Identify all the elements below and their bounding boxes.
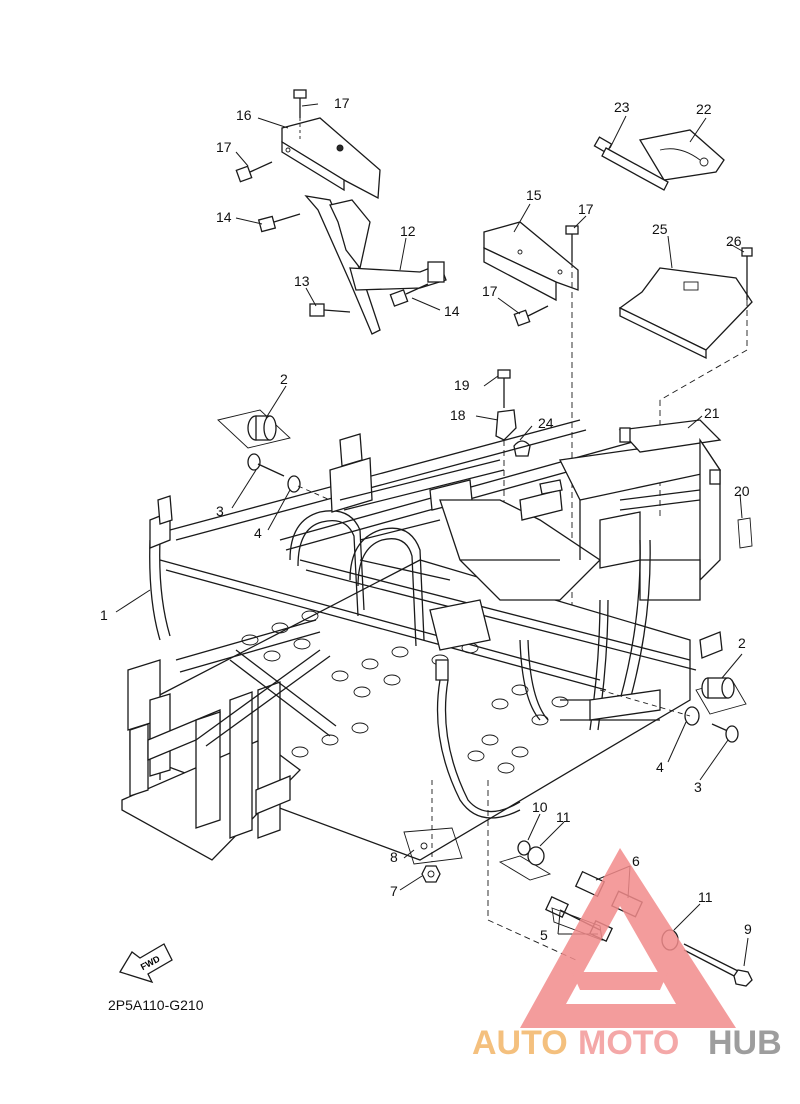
- plate-25: [618, 267, 753, 351]
- callout-2: 2: [738, 635, 746, 651]
- bolt-3-right: [711, 723, 739, 743]
- callout-3: 3: [216, 503, 224, 519]
- floor-holes: [241, 610, 569, 774]
- callout-7: 7: [390, 883, 398, 899]
- callout-4: 4: [254, 525, 262, 541]
- callout-25: 25: [652, 221, 668, 237]
- watermark-brand-auto: AUTO: [472, 1024, 568, 1062]
- watermark-brand-moto: MOTO: [578, 1024, 679, 1062]
- washer-4-left: [287, 475, 301, 493]
- callout-1: 1: [100, 607, 108, 623]
- plate-8: [403, 827, 463, 865]
- grease-pack-22: [638, 129, 725, 181]
- callout-17: 17: [334, 95, 350, 111]
- callout-23: 23: [614, 99, 630, 115]
- bushing-2-left: [247, 415, 277, 441]
- main-frame: [121, 419, 723, 861]
- callout-8: 8: [390, 849, 398, 865]
- callout-2: 2: [280, 371, 288, 387]
- bushing-2-right: [701, 677, 735, 699]
- callout-12: 12: [400, 223, 416, 239]
- callout-5: 5: [540, 927, 548, 943]
- right-mount-parts: [599, 677, 747, 743]
- callout-15: 15: [526, 187, 542, 203]
- washer-4-right: [684, 706, 700, 726]
- fwd-arrow-icon: FWD: [119, 943, 173, 984]
- watermark-brand-hub: HUB: [708, 1024, 782, 1062]
- label-20: [737, 517, 753, 549]
- watermark-triangle-icon: [520, 848, 736, 1028]
- callout-17: 17: [578, 201, 594, 217]
- bolt-9: [683, 943, 753, 987]
- callout-24: 24: [538, 415, 554, 431]
- leader-lines: [115, 103, 749, 967]
- upper-right-parts: [593, 129, 753, 520]
- pin-23: [593, 136, 669, 191]
- diagram-code: 2P5A110-G210: [108, 997, 204, 1013]
- callout-3: 3: [694, 779, 702, 795]
- callout-21: 21: [704, 405, 720, 421]
- nut-7: [421, 865, 441, 883]
- callout-13: 13: [294, 273, 310, 289]
- callout-14: 14: [216, 209, 232, 225]
- callout-17: 17: [216, 139, 232, 155]
- callout-11: 11: [698, 889, 713, 905]
- callout-18: 18: [450, 407, 466, 423]
- callout-11: 11: [556, 809, 571, 825]
- callout-6: 6: [632, 853, 640, 869]
- callout-20: 20: [734, 483, 750, 499]
- callout-19: 19: [454, 377, 470, 393]
- callout-labels: 17 16 17 14 12 13 14 15 17 17 23 22 25 2…: [100, 95, 752, 943]
- callout-22: 22: [696, 101, 712, 117]
- callout-14: 14: [444, 303, 460, 319]
- seat-bracket-group: [235, 89, 447, 335]
- left-mount-parts: [217, 409, 331, 501]
- watermark-logo: AUTO MOTO HUB: [472, 848, 782, 1062]
- callout-10: 10: [532, 799, 548, 815]
- bolt-3-left: [247, 453, 285, 477]
- callout-16: 16: [236, 107, 252, 123]
- collar-11-upper: [527, 846, 545, 866]
- callout-26: 26: [726, 233, 742, 249]
- callout-4: 4: [656, 759, 664, 775]
- washer-10: [517, 840, 531, 856]
- lower-left-parts: [403, 780, 463, 883]
- callout-17: 17: [482, 283, 498, 299]
- cap-24: [513, 440, 531, 457]
- bracket-18: [495, 409, 517, 441]
- callout-9: 9: [744, 921, 752, 937]
